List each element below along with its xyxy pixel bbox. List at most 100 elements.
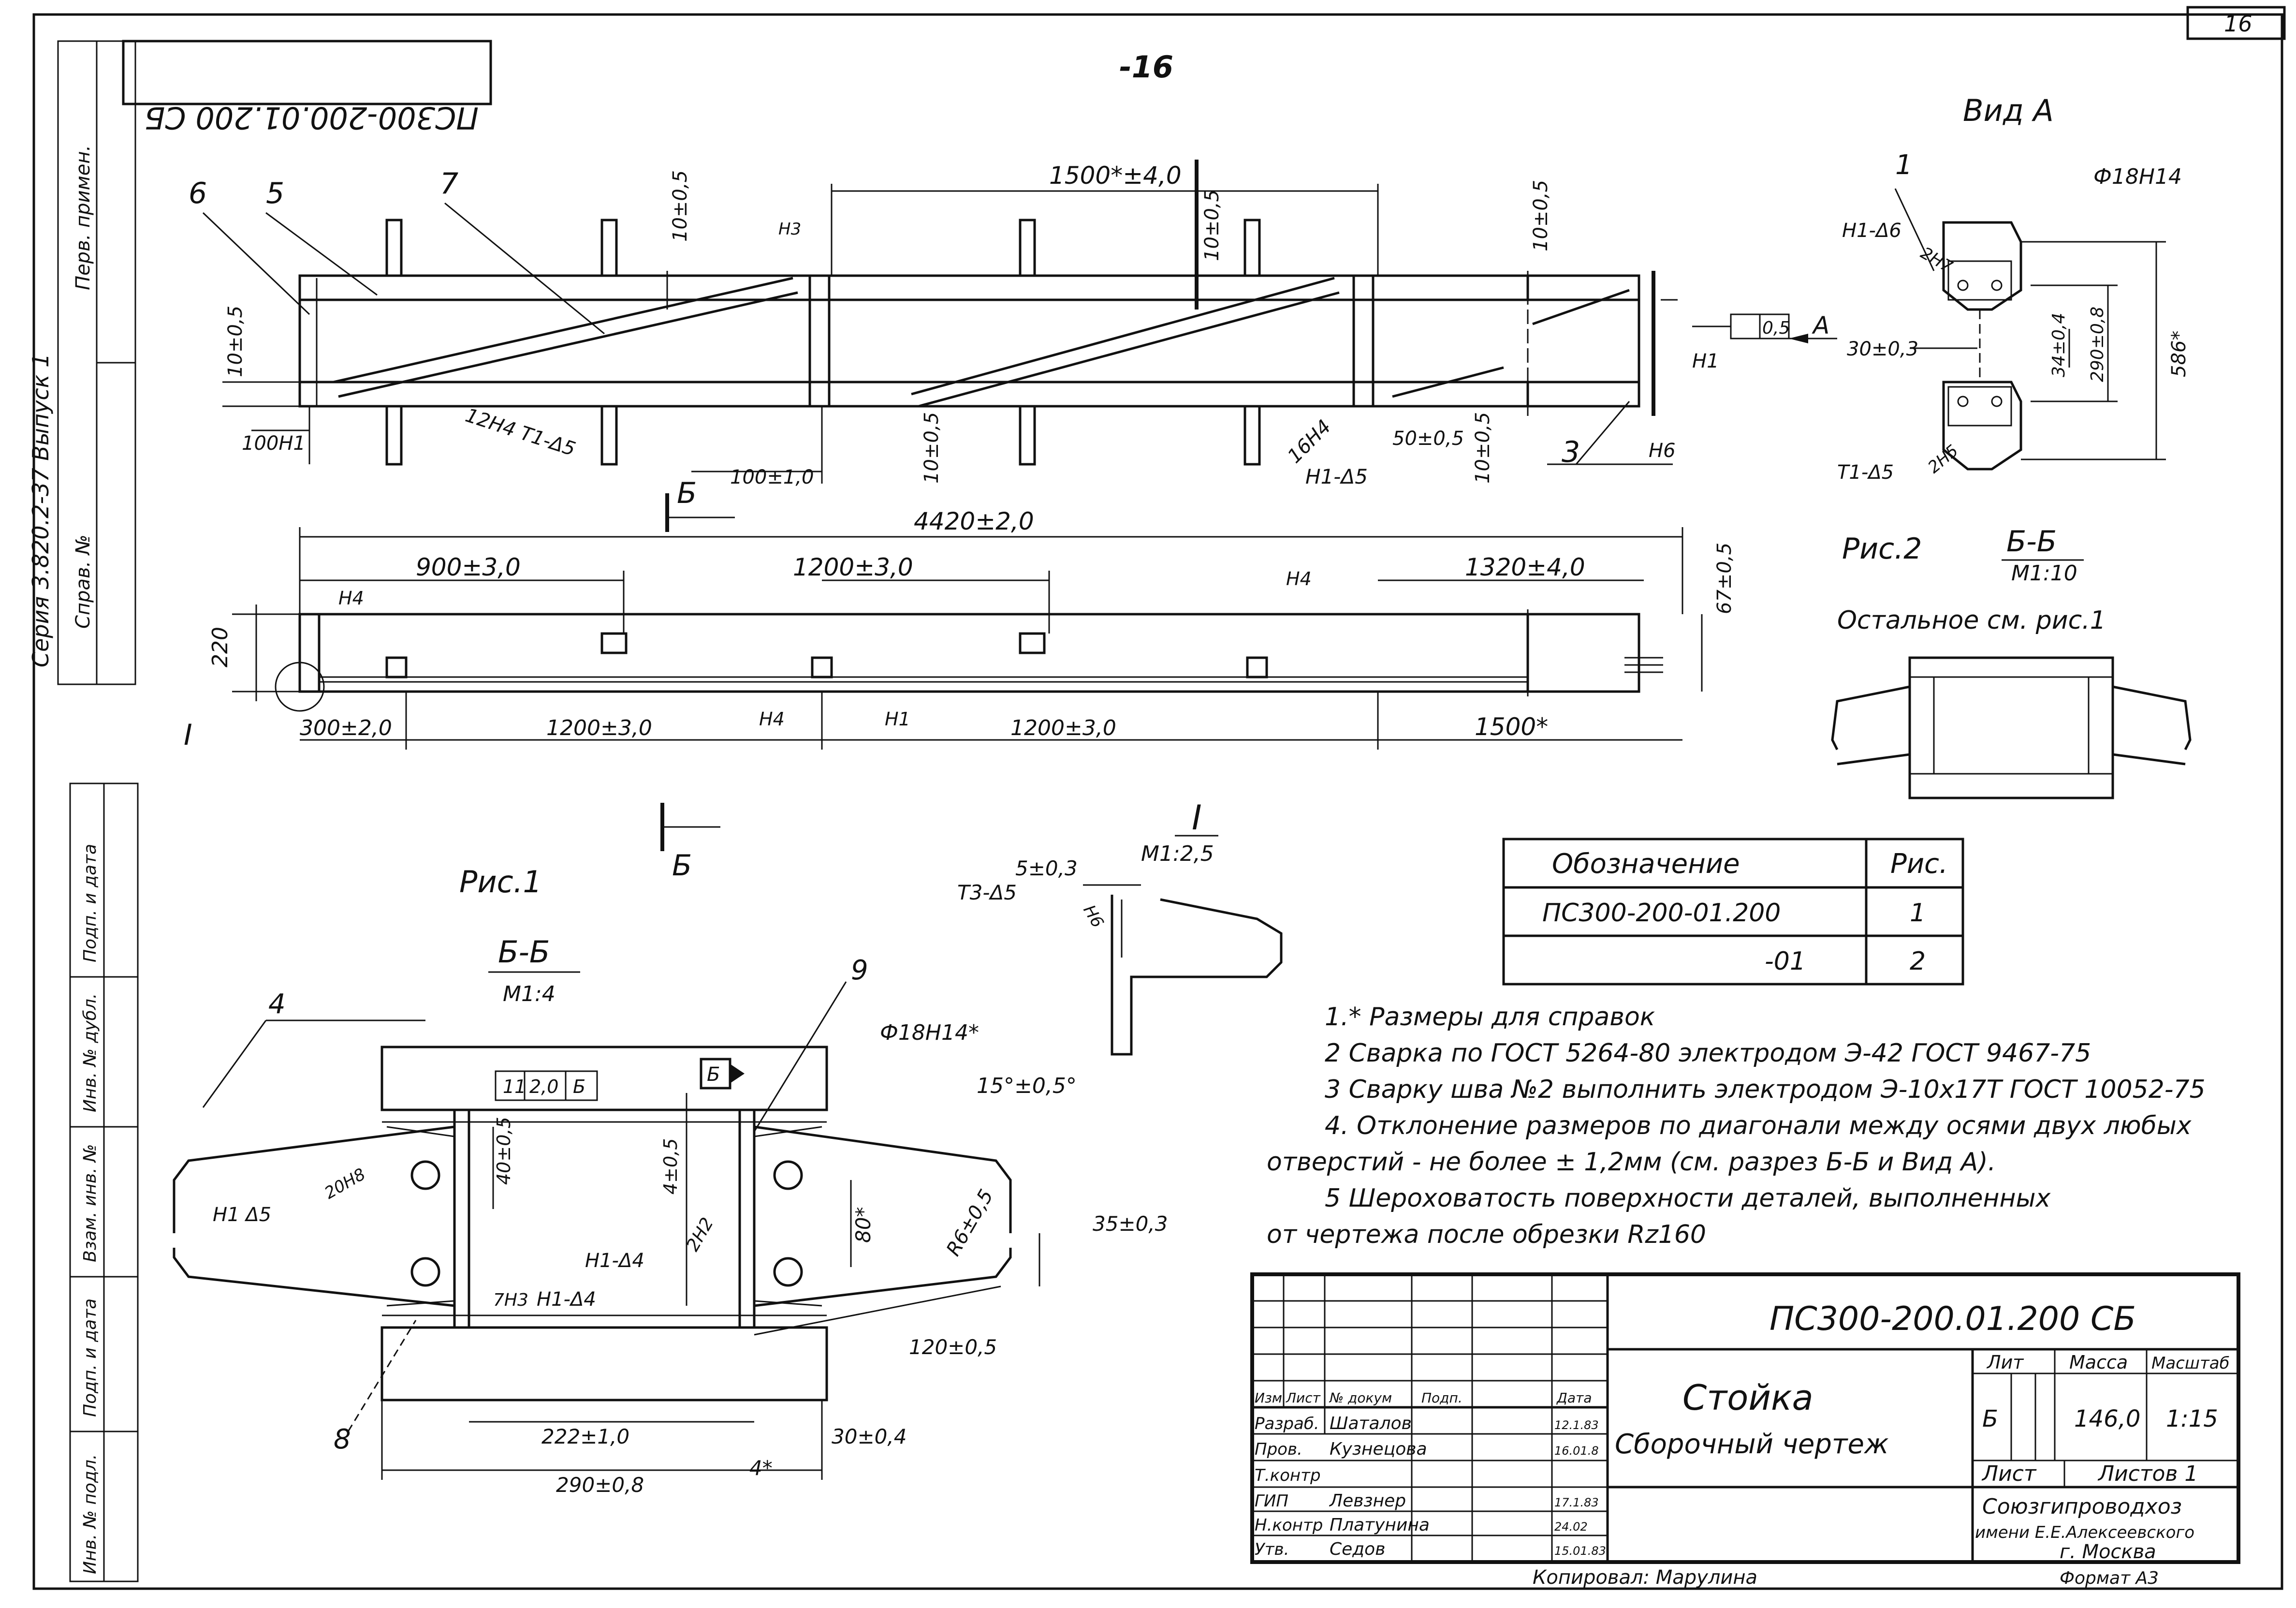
fig1-callout-8: 8	[334, 1424, 351, 1455]
note-5-cont: от чертежа после обрезки Rz160	[1267, 1220, 1706, 1249]
page-number-box	[2186, 6, 2286, 40]
mark-n1-plan: Н1	[885, 708, 910, 730]
role-5: Н.контр	[1255, 1516, 1323, 1535]
note-4-cont: отверстий - не более ± 1,2мм (см. разрез…	[1267, 1148, 1996, 1177]
callout-3: 3	[1562, 435, 1580, 469]
mark-n4-b: Н4	[1286, 568, 1312, 590]
fig1-d35: 35±0,3	[1093, 1212, 1168, 1236]
sheet-label: Лист	[1981, 1461, 2037, 1486]
dim-1320: 1320±4,0	[1465, 553, 1585, 581]
detail-i-d5: 5±0,3	[1015, 856, 1078, 880]
fig1-base: Б	[707, 1063, 720, 1086]
role-4: ГИП	[1255, 1491, 1288, 1511]
org-line-3: г. Москва	[2060, 1541, 2156, 1563]
fig1-scale: М1:4	[503, 982, 556, 1006]
designation-row-2: -01	[1765, 947, 1806, 976]
designation-header: Обозначение	[1552, 848, 1740, 880]
fig1-phi: Ф18Н14*	[880, 1020, 979, 1045]
fig1-weld-h1c: Н1-Δ4	[537, 1288, 596, 1311]
fig1-d222: 222±1,0	[541, 1425, 629, 1448]
dim-10-f: 10±0,5	[1472, 412, 1494, 484]
sheets-label: Листов 1	[2097, 1461, 2198, 1486]
date-6: 15.01.83	[1554, 1544, 1606, 1558]
fig1-callout-4: 4	[268, 988, 286, 1020]
section-mark-b-bottom: Б	[672, 849, 692, 883]
fig2-title: Рис.2	[1842, 532, 1922, 566]
fig1-callout-9: 9	[851, 955, 868, 986]
section-mark-b-top: Б	[677, 476, 697, 510]
dim-1500: 1500*±4,0	[1049, 162, 1182, 190]
designation-row-1: ПС300-200-01.200	[1542, 899, 1781, 928]
format-label: Формат А3	[2060, 1568, 2159, 1588]
side-lower-3: Взам. инв. №	[80, 1144, 100, 1262]
fig1-tol-2: 2,0	[529, 1076, 558, 1097]
fig-header: Рис.	[1890, 848, 1948, 880]
mirror-code: ПС300-200.01.200 СБ	[145, 100, 479, 135]
scale-value: 1:15	[2166, 1405, 2218, 1432]
view-a-title: Вид А	[1963, 93, 2054, 128]
role-2: Пров.	[1255, 1440, 1302, 1459]
side-label-sprav: Справ. №	[72, 534, 94, 629]
dim-10-a: 10±0,5	[224, 306, 247, 377]
fig1-d40: 40±0,5	[493, 1117, 514, 1185]
fig1-d30: 30±0,4	[832, 1425, 907, 1448]
fig-row-1: 1	[1910, 899, 1926, 928]
date-1: 12.1.83	[1554, 1418, 1599, 1432]
dim-1200-a: 1200±3,0	[546, 716, 652, 740]
detail-mark-i: I	[184, 718, 192, 752]
col-date: Дата	[1556, 1390, 1592, 1406]
dim-10-d: 10±0,5	[1530, 180, 1552, 251]
note-5: 5 Шероховатость поверхности деталей, вып…	[1325, 1184, 2051, 1213]
title-code: ПС300-200.01.200 СБ	[1770, 1300, 2136, 1338]
fig1-weld-h1: Н1 Δ5	[213, 1204, 271, 1226]
org-line-2: имени Е.Е.Алексеевского	[1975, 1523, 2194, 1542]
fig1-n3: 7Н3	[493, 1290, 528, 1310]
fig1-r6: R6±0,5	[942, 1186, 998, 1260]
fig1-n8: 20Н8	[322, 1165, 369, 1203]
name-5: Платунина	[1330, 1515, 1430, 1535]
mark-n6: Н6	[1649, 440, 1676, 462]
view-a: Вид А 1 Ф18Н14 Н1-Δ6 2Н7 30±0,3 34±0,4 2…	[1837, 93, 2190, 484]
title-name: Стойка	[1682, 1377, 1813, 1418]
dim-220: 220	[208, 627, 233, 667]
mass-label: Масса	[2069, 1352, 2128, 1373]
detail-i: I М1:2,5 5±0,3 Т3-Δ5 Н6	[957, 798, 1283, 1056]
role-1: Разраб.	[1255, 1414, 1319, 1433]
fig1-d120: 120±0,5	[909, 1335, 997, 1359]
detail-i-scale: М1:2,5	[1141, 841, 1214, 866]
fig1-d290: 290±0,8	[556, 1473, 644, 1497]
designation-table: Обозначение Рис. ПС300-200-01.200 1 -01 …	[1502, 838, 1964, 986]
title-subtitle: Сборочный чертеж	[1615, 1429, 1888, 1460]
detail-i-n6: Н6	[1079, 902, 1107, 931]
sheet-frame	[32, 13, 2283, 1590]
dim-300: 300±2,0	[300, 716, 392, 740]
name-2: Кузнецова	[1330, 1439, 1427, 1459]
dim-10-c: 10±0,5	[1201, 190, 1223, 261]
view-a-weld-2: Т1-Δ5	[1837, 461, 1894, 484]
note-1: 1.* Размеры для справок	[1325, 1003, 1655, 1032]
callout-5: 5	[266, 177, 284, 210]
dim-4420: 4420±2,0	[914, 507, 1034, 535]
mirror-code-box	[122, 40, 492, 105]
fig1-d4b: 4*	[749, 1456, 773, 1480]
note-4: 4. Отклонение размеров по диагонали межд…	[1325, 1111, 2192, 1140]
dim-67: 67±0,5	[1713, 543, 1736, 614]
mass-value: 146,0	[2074, 1405, 2140, 1432]
lit-value: Б	[1982, 1405, 1998, 1432]
fig1-tol-3: Б	[573, 1076, 585, 1097]
view-a-d30: 30±0,3	[1847, 338, 1918, 360]
fig1-section: Б-Б	[498, 934, 550, 970]
view-a-d34: 34±0,4	[2049, 313, 2069, 377]
mark-n4-a: Н4	[338, 588, 364, 609]
detail-i-title: I	[1192, 798, 1202, 838]
side-label-series: Серия 3.820.2-37 Выпуск 1	[28, 354, 54, 667]
dim-100h: 100Н1	[242, 432, 306, 455]
view-a-weld-1: Н1-Δ6	[1842, 220, 1901, 242]
fig-1: Рис.1 Б-Б М1:4	[173, 864, 1168, 1497]
weld-12n4: 12Н4 Т1-Δ5	[463, 404, 578, 461]
side-lower-5: Инв. № подл.	[80, 1454, 100, 1574]
note-3: 3 Сварку шва №2 выполнить электродом Э-1…	[1325, 1075, 2206, 1104]
date-4: 17.1.83	[1554, 1496, 1599, 1509]
main-elevation-view: 6 5 7 3 1500*±4,0 10±0,5 10±0,5 10±0,5 1…	[189, 160, 1837, 488]
